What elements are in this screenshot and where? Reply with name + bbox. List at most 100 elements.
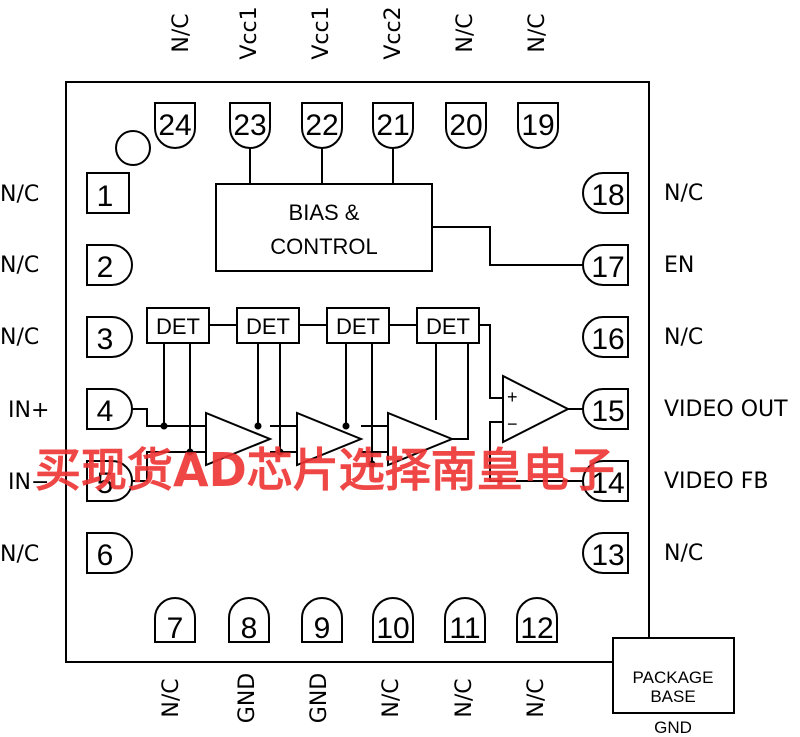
bottom-pin-shape [301, 597, 343, 643]
pin-label: GND [307, 673, 332, 723]
right-pin-shape [582, 532, 629, 574]
det-label: DET [246, 314, 290, 339]
top-pins: 24 23 22 21 20 19 [154, 102, 559, 149]
pin-number: 18 [591, 179, 624, 212]
right-pin-shape [582, 316, 629, 358]
pin-number: 8 [241, 612, 258, 645]
pin-label: N/C [524, 678, 549, 717]
pin-number: 19 [521, 109, 554, 142]
bottom-pin-shape [154, 597, 196, 643]
pin-number: 16 [591, 323, 624, 356]
pin1-square [86, 172, 130, 214]
top-pin: 24 [154, 102, 196, 149]
bias-line2: CONTROL [270, 234, 378, 259]
pin-label: VIDEO FB [664, 469, 768, 494]
package-base: PACKAGE BASE GND [612, 637, 735, 737]
pin-number: 11 [449, 612, 480, 645]
pin-label: N/C [664, 325, 703, 350]
pin-label: N/C [379, 678, 404, 717]
pin-number: 15 [591, 395, 624, 428]
right-pin-shape [582, 388, 629, 430]
junction-dots [160, 422, 376, 468]
pin-number: 20 [449, 109, 482, 142]
watermark-text: 买现货AD芯片选择南皇电子 [35, 443, 615, 497]
amp-stage-2 [296, 411, 364, 467]
pin-number: 6 [97, 539, 114, 572]
bottom-pin-shape [516, 597, 558, 643]
amplifier-chain [205, 411, 455, 467]
top-pin: 20 [445, 102, 487, 149]
det-chain-wires [209, 324, 503, 399]
pin-label: EN [664, 253, 694, 278]
left-pins: 1 2 3 4 5 6 [86, 172, 133, 574]
left-pin-shape [86, 388, 133, 430]
pin-number: 5 [97, 467, 114, 500]
package-base-line1: PACKAGE [633, 668, 714, 687]
pin-label: N/C [0, 542, 39, 567]
right-pin-shape [582, 244, 629, 286]
pin-label: N/C [664, 541, 703, 566]
pin-label: IN− [8, 470, 49, 495]
vcc-wires [249, 148, 583, 266]
opamp-minus: − [507, 414, 518, 434]
pin-number: 22 [305, 109, 338, 142]
detector-box: DET [146, 307, 210, 344]
top-pin: 19 [517, 102, 559, 149]
det-label: DET [426, 314, 470, 339]
chip-body [65, 81, 650, 663]
bottom-pins: 7 8 9 10 11 12 [154, 597, 558, 645]
left-pin-shape [86, 460, 133, 502]
bottom-pin-shape [444, 597, 486, 643]
pin-label: N/C [169, 13, 194, 52]
pin-label: GND [235, 673, 260, 723]
bias-line1: BIAS & [289, 200, 360, 225]
pin-label: N/C [159, 678, 184, 717]
left-pin-shape [86, 244, 133, 286]
right-labels: N/C EN N/C VIDEO OUT VIDEO FB N/C [664, 181, 788, 566]
pin-number: 9 [314, 612, 331, 645]
left-pin-shape [86, 316, 133, 358]
pin-number: 24 [158, 109, 191, 142]
package-base-gnd: GND [654, 718, 692, 737]
pin-number: 13 [591, 539, 624, 572]
pin-number: 2 [97, 251, 114, 284]
right-pins: 18 17 16 15 14 13 [582, 172, 629, 574]
pin1-indicator [115, 130, 151, 166]
pin-number: 1 [97, 180, 114, 213]
left-pin-shape [86, 532, 133, 574]
det-label: DET [156, 314, 200, 339]
pin-number: 7 [167, 612, 184, 645]
pin-label: Vcc2 [381, 6, 406, 59]
amp-stage-1 [205, 411, 273, 467]
top-labels: N/C Vcc1 Vcc1 Vcc2 N/C N/C [169, 6, 550, 59]
pin-label: N/C [452, 678, 477, 717]
pin-number: 14 [591, 467, 624, 500]
left-labels: N/C N/C N/C IN+ IN− N/C [0, 182, 49, 567]
pin-label: Vcc1 [309, 6, 334, 59]
pin-label: N/C [0, 253, 39, 278]
pin-number: 23 [233, 109, 266, 142]
pin-number: 3 [97, 323, 114, 356]
pin-label: Vcc1 [237, 6, 262, 59]
bottom-pin-shape [228, 597, 270, 643]
pin-number: 17 [591, 251, 624, 284]
amp-stage-3 [387, 411, 455, 467]
opamp-plus: + [507, 387, 518, 407]
pin-number: 4 [97, 395, 114, 428]
bottom-pin-shape [372, 597, 414, 643]
pin-label: N/C [525, 13, 550, 52]
pin-label: N/C [664, 181, 703, 206]
detector-box: DET [416, 307, 480, 344]
bottom-labels: N/C GND GND N/C N/C N/C [159, 673, 549, 723]
pin-label: IN+ [8, 398, 49, 423]
pin-number: 21 [376, 109, 409, 142]
top-pin: 21 [372, 102, 414, 149]
pin-label: N/C [0, 182, 39, 207]
pin-number: 10 [376, 612, 409, 645]
pin-label: N/C [0, 325, 39, 350]
pin-label: N/C [453, 13, 478, 52]
signal-wires [132, 343, 583, 482]
top-pin: 22 [301, 102, 343, 149]
pin-label: VIDEO OUT [664, 397, 788, 422]
